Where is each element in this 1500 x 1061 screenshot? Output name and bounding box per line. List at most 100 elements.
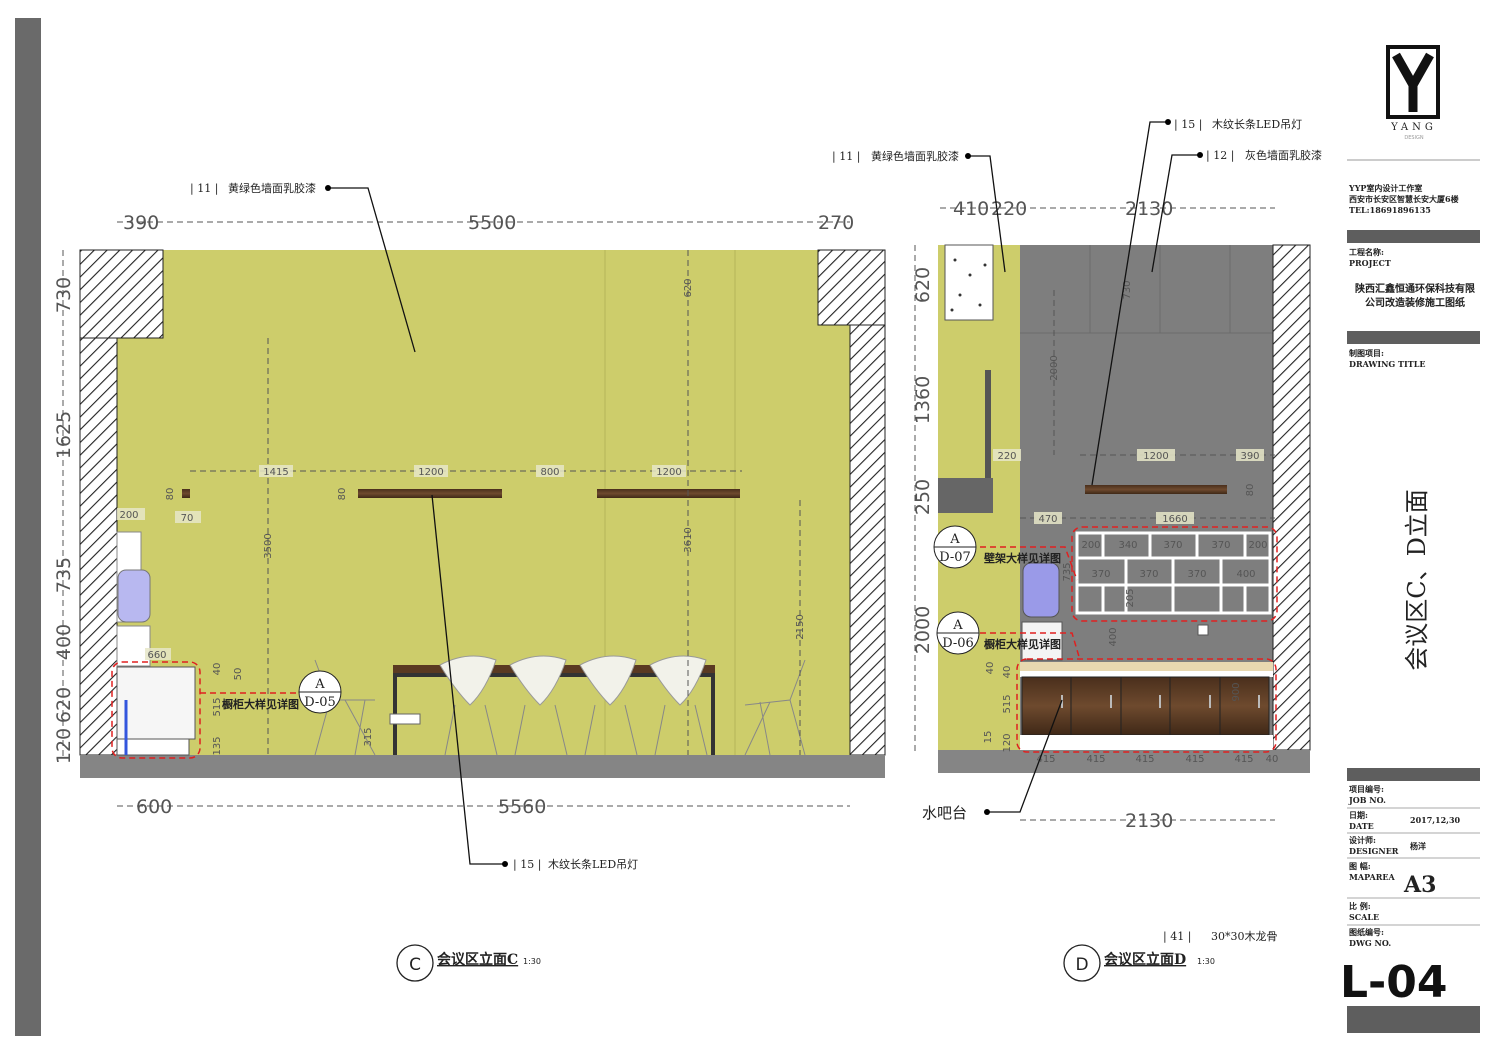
detail-cloud: [1071, 526, 1278, 622]
dim-label: 620: [912, 267, 934, 303]
svg-text:D-07: D-07: [939, 550, 971, 565]
date-value: 2017,12,30: [1410, 815, 1461, 825]
chairs: [314, 655, 806, 756]
svg-text:1:30: 1:30: [1197, 957, 1215, 966]
dim-label: 2130: [1125, 810, 1173, 832]
svg-text:DESIGN: DESIGN: [1404, 135, 1424, 141]
dim-tag: 205: [1125, 588, 1136, 607]
callout-label: 30*30木龙骨: [1211, 930, 1278, 943]
dim-label: 2130: [1125, 198, 1173, 220]
dim-label: 400: [53, 624, 75, 660]
dim-tag: 1660: [1162, 514, 1187, 525]
svg-text:JOB NO.: JOB NO.: [1348, 795, 1386, 805]
project-name: 陕西汇鑫恒通环保科技有限: [1355, 282, 1476, 295]
maparea-value: A3: [1403, 872, 1436, 898]
svg-text:D-05: D-05: [304, 695, 336, 710]
detail-ref-d06[interactable]: A D-06: [936, 611, 980, 655]
detail-note: 橱柜大样见详图: [222, 697, 299, 711]
dim-label: 600: [136, 796, 172, 818]
callout-number: | 11 |: [832, 150, 860, 164]
dim-tag: 400: [1236, 569, 1255, 580]
dim-label: 390: [123, 212, 159, 234]
drawing-number: L-04: [1340, 957, 1448, 1008]
project-name: 公司改造装修施工图纸: [1365, 296, 1465, 309]
elevation-title-d: D 会议区立面D 1:30: [1063, 944, 1215, 982]
dim-tag: 1200: [656, 467, 681, 478]
dim-tag: 415: [1086, 754, 1105, 765]
dim-tag: 135: [212, 736, 223, 755]
dim-tag: 200: [119, 510, 138, 521]
shelf-bracket: [985, 370, 991, 510]
floor: [938, 750, 1310, 773]
svg-text:D-06: D-06: [942, 636, 974, 651]
svg-text:C: C: [409, 955, 421, 975]
callout-number: | 15 |: [1174, 118, 1202, 132]
dim-label: 250: [912, 479, 934, 515]
detail-cloud: [1016, 658, 1277, 753]
dim-tag: 3500: [263, 533, 274, 558]
svg-text:图纸编号:: 图纸编号:: [1349, 927, 1384, 937]
detail-ref-d07[interactable]: A D-07: [933, 525, 977, 569]
dim-tag: 80: [165, 488, 176, 501]
dim-tag: 415: [1185, 754, 1204, 765]
concrete-column-section: [944, 244, 994, 321]
dim-tag: 370: [1187, 569, 1206, 580]
dim-tag: 40: [212, 663, 223, 676]
floor: [80, 755, 885, 778]
dim-tag: 415: [1234, 754, 1253, 765]
water-dispenser: [116, 625, 151, 667]
callout-number: | 12 |: [1206, 149, 1234, 163]
dim-tag: 415: [1036, 754, 1055, 765]
svg-text:MAPAREA: MAPAREA: [1349, 872, 1395, 882]
svg-text:A: A: [949, 532, 960, 547]
svg-text:PROJECT: PROJECT: [1349, 258, 1391, 268]
svg-text:设计师:: 设计师:: [1349, 835, 1376, 845]
dim-tag: 315: [363, 727, 374, 746]
dim-label: 5500: [468, 212, 516, 234]
dim-label: 410: [953, 198, 989, 220]
water-bottle: [117, 569, 151, 623]
dim-tag: 200: [1248, 540, 1267, 551]
svg-text:会议区立面D: 会议区立面D: [1104, 951, 1186, 968]
callout-label: 木纹长条LED吊灯: [1212, 117, 1302, 131]
wall-shelf: [1075, 531, 1272, 615]
cabinet: [116, 666, 196, 740]
water-bottle: [1022, 562, 1060, 618]
studio-name: YYP室内设计工作室: [1348, 183, 1422, 193]
callout-label: 水吧台: [922, 804, 967, 822]
svg-text:制图项目:: 制图项目:: [1349, 348, 1384, 358]
wall-section-hatch: [849, 324, 886, 756]
led-strip-lamp: [358, 489, 502, 498]
dim-tag: 50: [233, 668, 244, 681]
dim-tag: 80: [337, 488, 348, 501]
dim-tag: 200: [1081, 540, 1100, 551]
dim-tag: 470: [1038, 514, 1057, 525]
dim-tag: 370: [1091, 569, 1110, 580]
callout-number: | 15 |: [513, 858, 541, 872]
svg-text:项目编号:: 项目编号:: [1349, 784, 1384, 794]
elevation-c: 390 5500 270 730 1625 735 400 620 120 60…: [53, 181, 886, 982]
svg-text:日期:: 日期:: [1349, 810, 1368, 820]
dim-label: 2000: [912, 606, 934, 654]
dim-tag: 390: [1240, 451, 1259, 462]
dim-label: 220: [991, 198, 1027, 220]
wall-section-hatch: [817, 249, 886, 326]
dim-tag: 80: [1245, 484, 1256, 497]
dim-label: 5560: [498, 796, 546, 818]
svg-text:SCALE: SCALE: [1349, 912, 1379, 922]
led-strip-lamp: [597, 489, 740, 498]
dim-tag: 660: [147, 650, 166, 661]
svg-text:A: A: [952, 618, 963, 633]
dim-tag: 340: [1118, 540, 1137, 551]
dim-tag: 370: [1139, 569, 1158, 580]
wall-section-hatch: [1272, 244, 1311, 751]
dim-label: 735: [53, 557, 75, 593]
studio-address: 西安市长安区智慧长安大厦6楼: [1349, 194, 1459, 204]
callout-label: 黄绿色墙面乳胶漆: [228, 181, 316, 195]
water-dispenser: [1021, 621, 1063, 661]
elevation-d: 410 220 2130 620 1360 250 2000 2130 730 …: [832, 117, 1322, 982]
detail-ref-d05[interactable]: A D-05: [298, 670, 342, 714]
dim-tag: 900: [1231, 682, 1242, 701]
designer-value: 杨洋: [1410, 841, 1426, 851]
detail-note: 壁架大样见详图: [984, 551, 1061, 565]
